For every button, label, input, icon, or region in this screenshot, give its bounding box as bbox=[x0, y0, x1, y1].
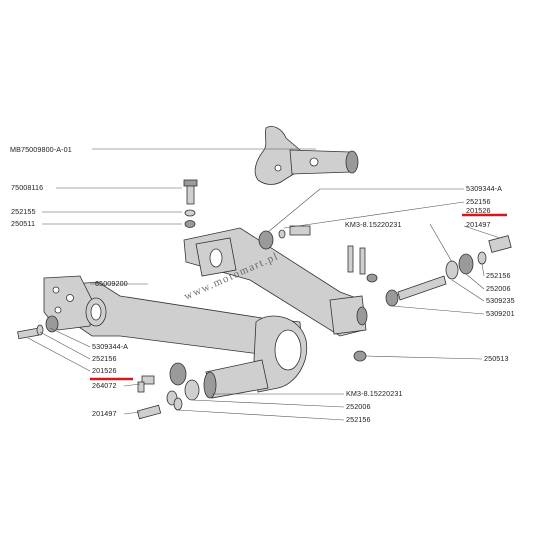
label-km3-bottom: KM3-8.15220231 bbox=[346, 389, 403, 398]
label-250511: 250511 bbox=[11, 219, 35, 228]
label-5309344-left: 5309344-A bbox=[92, 342, 128, 351]
label-5309344-right: 5309344-A bbox=[466, 184, 502, 193]
label-5309235: 5309235 bbox=[486, 296, 515, 305]
swing-arm bbox=[43, 227, 368, 399]
label-75008116: 75008116 bbox=[11, 183, 43, 192]
label-252006-right: 252006 bbox=[486, 284, 511, 293]
label-252006-bottom: 252006 bbox=[346, 402, 371, 411]
label-250513: 250513 bbox=[484, 354, 509, 363]
label-252156-right-mid: 252156 bbox=[486, 271, 511, 280]
label-252155: 252155 bbox=[11, 207, 36, 216]
label-252156-right-top: 252156 bbox=[466, 197, 491, 206]
small-parts bbox=[17, 179, 512, 420]
label-201497-right: 201497 bbox=[466, 220, 491, 229]
label-252156-left: 252156 bbox=[92, 354, 117, 363]
label-201526-right: 201526 bbox=[466, 206, 491, 215]
fork-bracket bbox=[254, 126, 359, 185]
highlights bbox=[90, 213, 507, 381]
label-264072: 264072 bbox=[92, 381, 117, 390]
label-5309201: 5309201 bbox=[486, 309, 515, 318]
part-labels: MB75009800-A-01 75008116 252155 250511 6… bbox=[10, 145, 515, 424]
label-mb75009800: MB75009800-A-01 bbox=[10, 145, 72, 154]
label-201526-left: 201526 bbox=[92, 366, 117, 375]
label-252156-bottom: 252156 bbox=[346, 415, 371, 424]
label-201497-left: 201497 bbox=[92, 409, 117, 418]
label-65009200: 65009200 bbox=[95, 279, 128, 288]
leader-lines bbox=[27, 148, 501, 421]
label-km3-top: KM3-8.15220231 bbox=[345, 220, 402, 229]
